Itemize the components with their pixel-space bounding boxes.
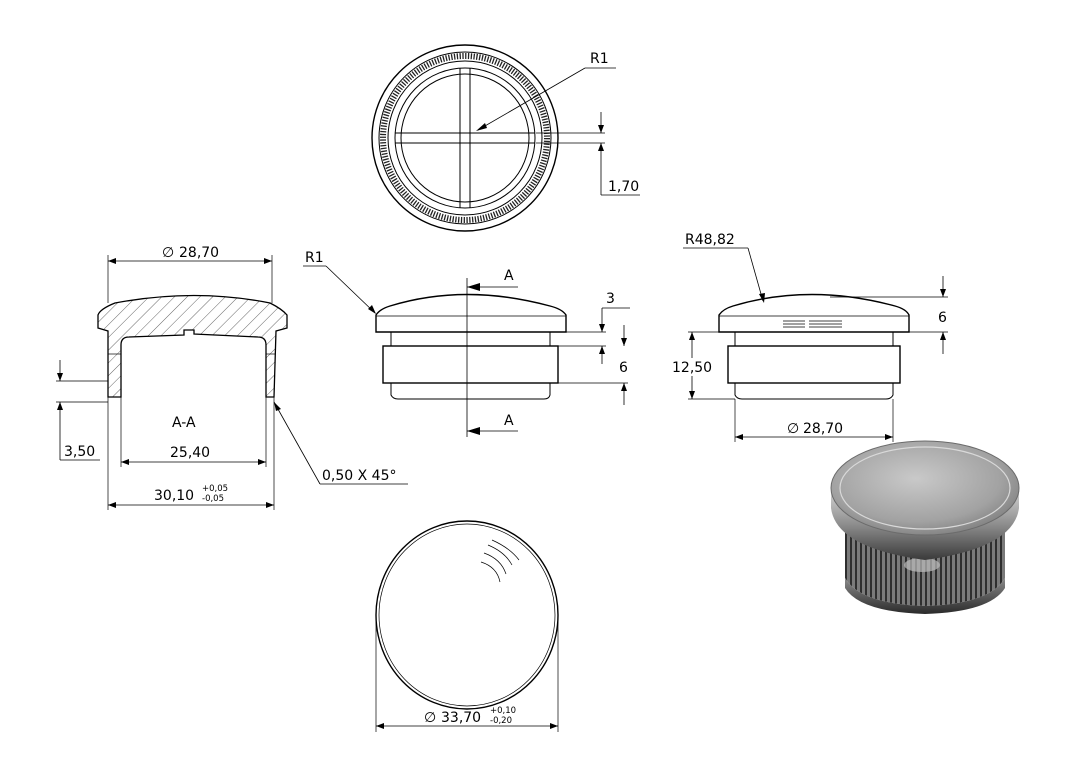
isometric-render [830, 440, 1020, 614]
section-view-head-diameter-label: 28,70 [179, 245, 219, 261]
bottom-view-reflection-arcs [480, 539, 520, 583]
bottom-view-tol-upper: +0,10 [490, 706, 516, 716]
front-view-base [390, 383, 551, 400]
top-view-bore [400, 73, 530, 203]
side-view: R48,82 6 12,50 ∅ [670, 232, 948, 442]
side-view-total-height-label: 12,50 [672, 360, 712, 376]
side-view-neck [734, 331, 894, 347]
isometric-render-base-edge [845, 578, 1005, 614]
section-view-label: A-A [172, 415, 196, 431]
top-view-cross-ribs [395, 68, 535, 208]
section-view: ∅ 28,70 3,50 A-A 25,40 [56, 245, 408, 510]
section-view-head-diameter-dimension: ∅ 28,70 [107, 245, 273, 303]
top-view: R1 1,70 [371, 44, 640, 232]
top-view-outer-rim [371, 44, 559, 232]
section-view-outer-diameter-dimension: 30,10 +0,05 -0,05 [107, 397, 275, 510]
side-view-dome-radius-callout: R48,82 [683, 232, 765, 303]
side-view-base [734, 383, 894, 400]
front-view-radius-callout: R1 [303, 250, 376, 314]
section-view-chamfer-callout: 0,50 X 45° [273, 401, 408, 485]
top-view-radius-label: R1 [590, 51, 609, 67]
bottom-view-inner-edge [378, 523, 556, 707]
side-view-knurl [727, 345, 901, 384]
section-view-outer-tol-lower: -0,05 [202, 494, 224, 504]
section-view-inner-diameter-dimension: 25,40 [120, 397, 267, 467]
section-view-profile [97, 294, 288, 398]
top-view-rib-width-label: 1,70 [608, 179, 639, 195]
front-view-cut-label-top: A [504, 268, 514, 284]
section-view-inner-diameter-label: 25,40 [170, 445, 210, 461]
top-view-knurl-ring [380, 53, 550, 223]
bottom-view-diameter-dimension: ∅ 33,70 +0,10 -0,20 [375, 615, 559, 732]
side-view-slot-marks [783, 320, 842, 328]
side-view-body-diameter-symbol: ∅ [787, 421, 799, 437]
top-view-rib-width-dimension: 1,70 [536, 112, 640, 196]
front-view-head-height-label: 3 [606, 291, 615, 307]
side-view-head [718, 293, 910, 333]
front-view: A A R1 3 [303, 250, 630, 437]
bottom-view-diameter-label: 33,70 [441, 710, 481, 726]
front-view-neck [390, 331, 551, 347]
section-view-chamfer-label: 0,50 X 45° [322, 468, 396, 484]
side-view-total-height-dimension: 12,50 [670, 331, 735, 400]
front-view-radius-label: R1 [305, 250, 324, 266]
section-view-groove-depth-label: 3,50 [64, 444, 95, 460]
front-view-head [375, 293, 567, 333]
front-view-knurl-height-label: 6 [619, 360, 628, 376]
section-view-head-diameter-symbol: ∅ [162, 245, 174, 261]
side-view-body-diameter-dimension: ∅ 28,70 [734, 399, 894, 442]
section-view-groove-depth-dimension: 3,50 [56, 360, 108, 461]
front-view-knurl [382, 345, 559, 384]
side-view-body-diameter-label: 28,70 [803, 421, 843, 437]
bottom-view-tol-lower: -0,20 [490, 716, 512, 726]
top-view-wall-outer [387, 60, 543, 216]
side-view-head-height-dimension: 6 [830, 276, 948, 354]
section-view-outer-tol-upper: +0,05 [202, 484, 228, 494]
side-view-dome-radius-label: R48,82 [685, 232, 735, 248]
front-view-cut-arrow-bottom: A [467, 413, 518, 435]
front-view-knurl-height-dimension: 6 [558, 325, 628, 405]
top-view-rim-inner [378, 51, 552, 225]
bottom-view-outer-edge [375, 520, 559, 710]
top-view-radius-callout: R1 [476, 51, 616, 131]
bottom-view: ∅ 33,70 +0,10 -0,20 [375, 520, 559, 732]
front-view-head-height-dimension: 3 [550, 291, 630, 364]
isometric-render-top-face [830, 440, 1020, 536]
front-view-cut-arrow-top: A [467, 268, 518, 291]
bottom-view-diameter-symbol: ∅ [424, 710, 436, 726]
top-view-wall-inner [394, 67, 536, 209]
front-view-cut-label-bottom: A [504, 413, 514, 429]
section-view-outer-diameter-label: 30,10 [154, 488, 194, 504]
side-view-head-height-label: 6 [938, 310, 947, 326]
